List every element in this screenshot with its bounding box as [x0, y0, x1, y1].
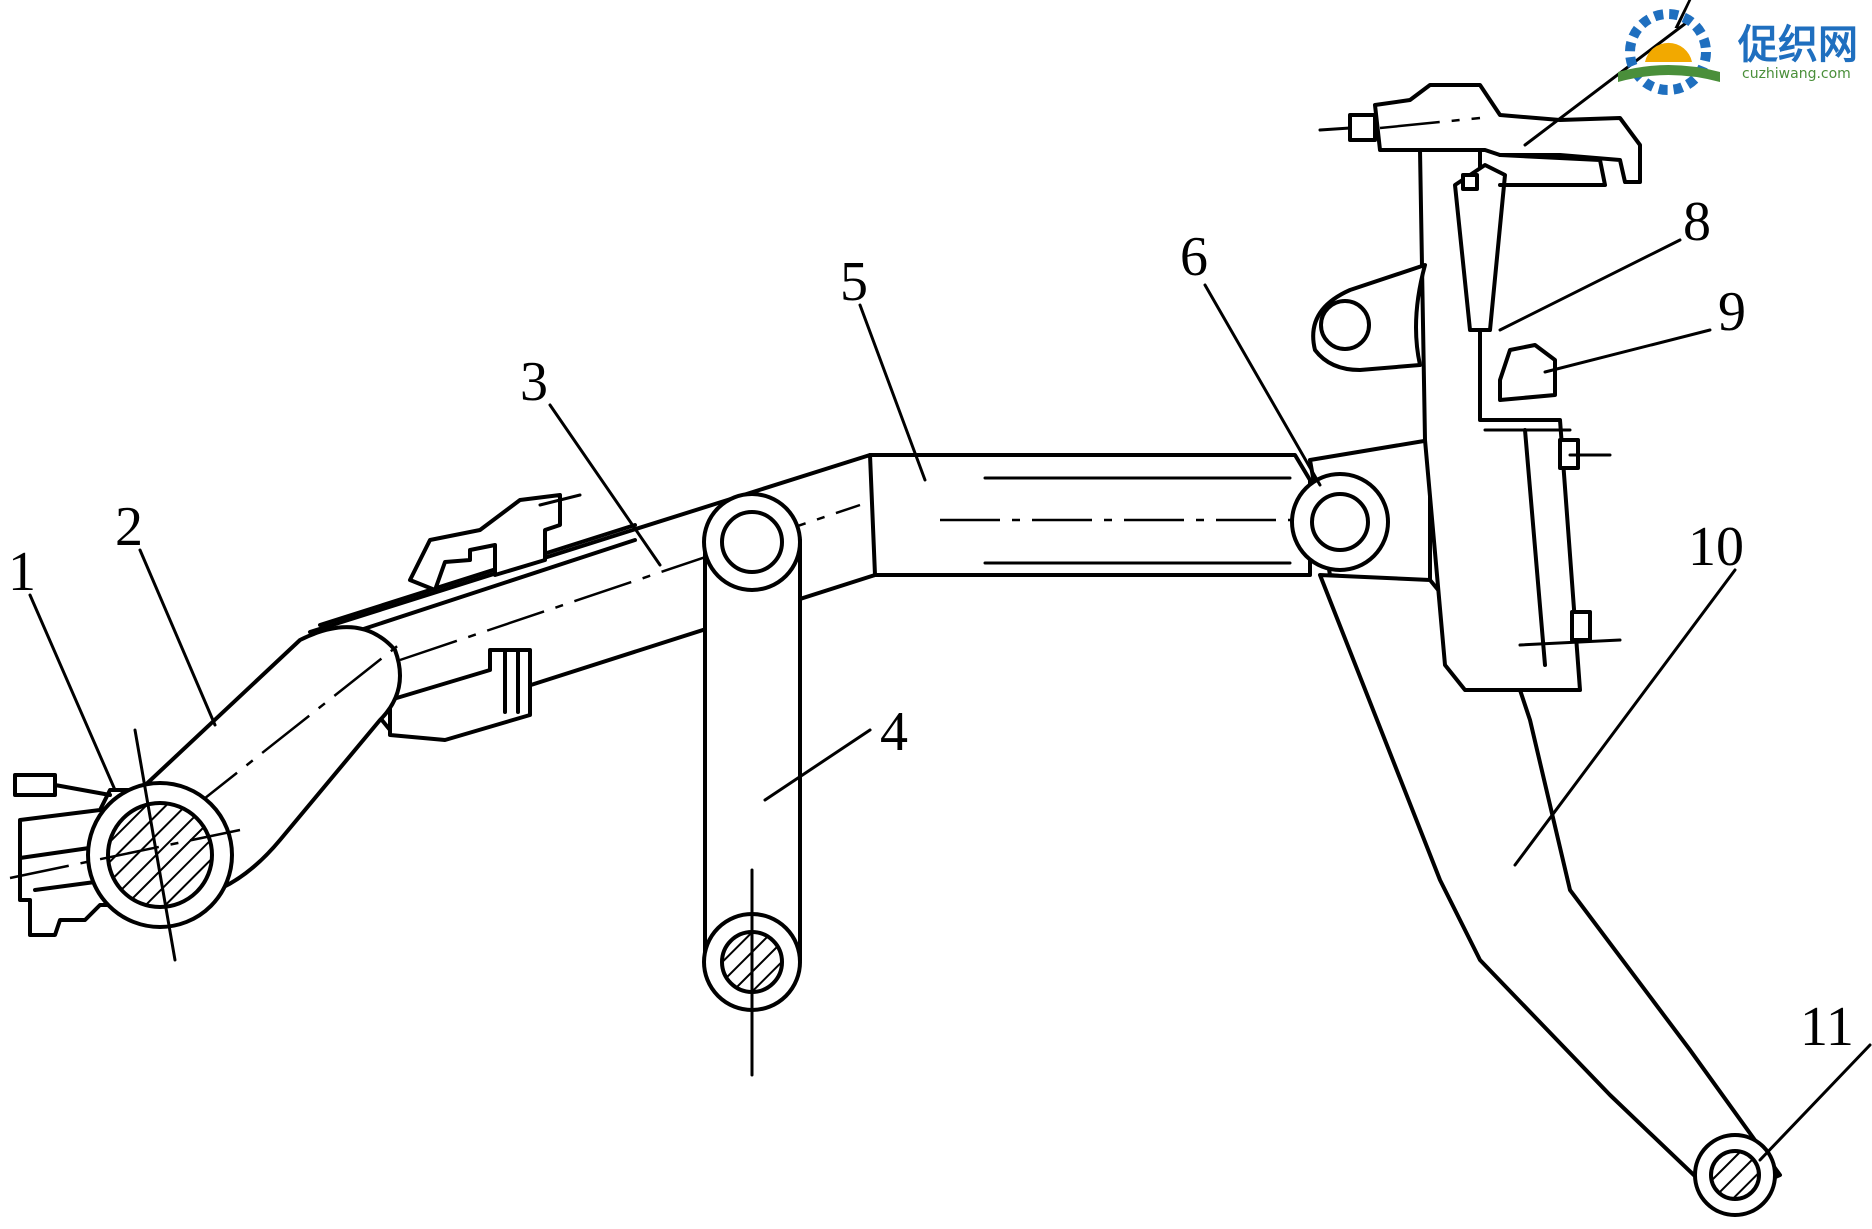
leader-line-9	[1543, 328, 1712, 374]
sun-icon	[1645, 42, 1692, 62]
left-shaft-clamp	[9, 728, 241, 962]
leader-line-8	[1498, 238, 1682, 332]
leader-line-11	[1758, 1043, 1872, 1162]
book-icon	[1618, 65, 1720, 82]
callout-labels: 1 2 3 4 5 6 7 8 9 10 11	[8, 0, 1854, 1058]
leader-line-2	[138, 548, 217, 727]
upper-bracket	[1311, 83, 1642, 692]
leader-line-3	[548, 403, 662, 567]
leader-line-6	[1203, 283, 1322, 487]
vertical-link	[702, 492, 802, 1077]
callout-8: 8	[1683, 191, 1711, 253]
callout-1: 1	[8, 541, 36, 603]
callout-3: 3	[520, 351, 548, 413]
watermark-url: cuzhiwang.com	[1742, 66, 1851, 82]
watermark-logo: 促织网 cuzhiwang.com	[1618, 9, 1858, 95]
lower-lever	[1318, 573, 1782, 1217]
leader-line-5	[858, 303, 927, 482]
callout-10: 10	[1688, 516, 1744, 578]
leader-lines	[28, 18, 1872, 1162]
pivot-pin	[1290, 438, 1432, 587]
leader-line-10	[1513, 568, 1737, 867]
gear-icon	[1625, 9, 1711, 95]
callout-11: 11	[1800, 996, 1854, 1058]
callout-4: 4	[880, 701, 908, 763]
leader-line-7	[1523, 18, 1692, 147]
main-lever-arm	[308, 453, 1400, 742]
leader-line-4	[763, 728, 872, 802]
callout-9: 9	[1718, 281, 1746, 343]
leader-line-1	[28, 593, 117, 792]
callout-6: 6	[1180, 226, 1208, 288]
callout-5: 5	[840, 251, 868, 313]
watermark-name: 促织网	[1737, 22, 1858, 68]
callout-2: 2	[115, 496, 143, 558]
